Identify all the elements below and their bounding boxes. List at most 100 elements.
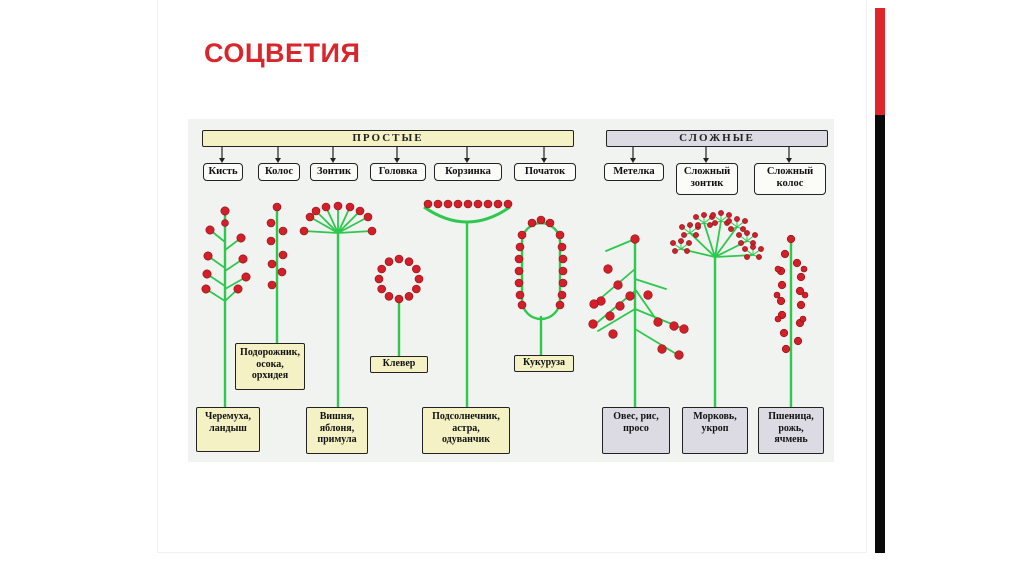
flower-slozhny-kolos [773, 291, 781, 299]
example-metelka-line2: просо [623, 422, 649, 434]
example-zontik: Вишня, яблоня, примула [306, 407, 368, 454]
example-pochatok: Кукуруза [514, 355, 574, 372]
flower-slozhny-zontik [736, 232, 742, 238]
flower-slozhny-kolos [781, 344, 791, 354]
example-korzinka-line1: Подсолнечник, [432, 411, 500, 422]
complex-group-header: СЛОЖНЫЕ [606, 130, 828, 147]
flower-golovka [394, 254, 404, 264]
ray-slozhny-zontik [703, 222, 716, 258]
flower-metelka [669, 321, 679, 331]
flower-pochatok [536, 215, 546, 225]
flower-kolos [278, 226, 288, 236]
category-slozhny-zontik-line2: зонтик [690, 178, 724, 189]
flower-pochatok [515, 242, 525, 252]
example-zontik-line3: примула [317, 434, 357, 445]
example-metelka-line1: Овес, рис, [613, 411, 659, 422]
flower-zontik [345, 202, 355, 212]
flower-slozhny-zontik [742, 246, 748, 252]
flower-pochatok [515, 290, 525, 300]
flower-slozhny-kolos [796, 272, 806, 282]
ray-zontik [337, 210, 361, 234]
flower-metelka [653, 317, 663, 327]
flower-pochatok [514, 266, 524, 276]
flower-metelka [615, 301, 625, 311]
flower-metelka [657, 344, 667, 354]
flower-slozhny-kolos [796, 300, 806, 310]
flower-pochatok [557, 290, 567, 300]
flower-pochatok [558, 254, 568, 264]
flower-kolos [267, 280, 277, 290]
flower-golovka [377, 264, 386, 274]
flower-pochatok [558, 278, 568, 288]
example-golovka: Клевер [370, 356, 428, 373]
flower-kolos [267, 259, 277, 269]
flower-slozhny-kolos [786, 234, 796, 244]
flower-korzinka [423, 199, 433, 209]
example-kolos-line2: осока, [256, 358, 284, 370]
flower-slozhny-zontik [752, 232, 758, 238]
ray-zontik [337, 206, 351, 234]
inflorescence-diagram: ПРОСТЫЕ СЛОЖНЫЕ Кисть Колос Зонтик Голов… [188, 119, 834, 462]
flower-kist [203, 251, 213, 261]
example-kolos-line3: орхидея [251, 370, 289, 381]
flower-slozhny-kolos [795, 286, 805, 296]
arrow-complex-0-head [630, 158, 636, 163]
branch-metelka [634, 278, 667, 290]
branch-metelka [605, 238, 636, 252]
flower-slozhny-zontik [695, 222, 701, 228]
arrow-simple-5-head [541, 158, 547, 163]
example-korzinka-line3: одуванчик [441, 434, 491, 445]
category-kolos: Колос [258, 163, 300, 181]
category-slozhny-kolos-line1: Сложный [766, 166, 814, 177]
category-slozhny-kolos-line2: колос [776, 178, 804, 189]
flower-kolos [266, 236, 276, 246]
flower-kist [205, 225, 215, 235]
flower-golovka [414, 274, 424, 284]
flower-golovka [384, 257, 394, 266]
flower-zontik [311, 206, 321, 216]
flower-korzinka [503, 199, 513, 209]
category-metelka: Метелка [604, 163, 664, 181]
flower-slozhny-zontik [758, 246, 764, 252]
accent-bar-red [875, 8, 885, 115]
example-zontik-line1: Вишня, [319, 411, 355, 422]
flower-kist [202, 269, 212, 279]
flower-metelka [608, 329, 618, 339]
example-kist-line1: Черемуха, [205, 411, 251, 422]
flower-kist [201, 284, 211, 294]
simple-group-header: ПРОСТЫЕ [202, 130, 574, 147]
flower-zontik [333, 201, 343, 211]
flower-korzinka [443, 199, 453, 209]
category-zontik: Зонтик [310, 163, 358, 181]
flower-kolos [277, 267, 287, 277]
example-kolos-line1: Подорожник, [240, 347, 300, 358]
accent-bar-black [875, 115, 885, 553]
flower-metelka [603, 264, 613, 274]
flower-zontik [363, 212, 373, 222]
category-kist: Кисть [203, 163, 243, 181]
flower-pochatok [555, 300, 565, 310]
flower-slozhny-kolos [776, 296, 786, 306]
flower-slozhny-kolos [780, 249, 790, 259]
flower-pochatok [514, 278, 524, 288]
ray-zontik [325, 206, 339, 234]
flower-pochatok [557, 242, 567, 252]
category-slozhny-kolos: Сложный колос [754, 163, 826, 195]
flower-kist [220, 206, 230, 216]
flower-pochatok [545, 218, 555, 228]
flower-slozhny-zontik [718, 210, 724, 216]
flower-slozhny-zontik [750, 244, 756, 250]
branch-metelka [597, 308, 636, 332]
flower-slozhny-zontik [707, 222, 713, 228]
example-golovka-line1: Клевер [382, 358, 416, 369]
arrow-complex-1-head [703, 158, 709, 163]
flower-slozhny-zontik [684, 248, 690, 254]
flower-slozhny-zontik [726, 212, 732, 218]
example-slozhny-kolos: Пшеница, рожь, ячмень [758, 407, 824, 454]
flower-metelka [674, 350, 684, 360]
example-metelka: Овес, рис, просо [602, 407, 670, 454]
example-kist-line2: ландыш [209, 422, 247, 434]
flower-pochatok [517, 300, 527, 310]
flower-metelka [588, 319, 598, 329]
flower-slozhny-zontik [693, 232, 699, 238]
